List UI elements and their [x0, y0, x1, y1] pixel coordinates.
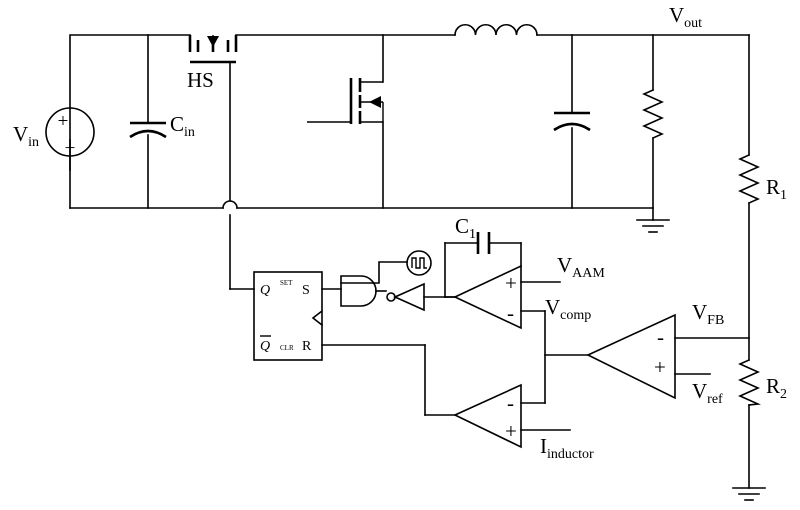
- inductor-current-label: Iinductor: [540, 434, 594, 462]
- latch-clr-label: CLR: [280, 344, 294, 352]
- vout-label: Vout: [669, 3, 702, 31]
- sr-latch: [253, 271, 324, 361]
- r2-resistor: [738, 358, 762, 406]
- vfb-label: VFB: [692, 300, 724, 328]
- ea-plus-sign: +: [654, 355, 666, 379]
- vaam-label: VAAM: [557, 253, 605, 281]
- r1-label: R1: [766, 175, 787, 203]
- c1-capacitor: [476, 232, 491, 254]
- output-capacitor: [553, 111, 591, 132]
- c1-label: C1: [455, 214, 476, 242]
- ground-symbol: [636, 219, 670, 233]
- hs-mosfet: [188, 35, 238, 64]
- vaam-comparator: [444, 242, 561, 330]
- vin-voltage-source: + −: [45, 107, 95, 159]
- ea-minus-sign: -: [657, 325, 664, 349]
- vin-label: Vin: [13, 122, 39, 150]
- r2-label: R2: [766, 374, 787, 402]
- cin-label: Cin: [170, 112, 195, 140]
- cc-minus-sign: -: [507, 391, 514, 415]
- vaam-plus-sign: +: [505, 271, 517, 295]
- latch-set-label: SET: [280, 279, 293, 287]
- vref-label: Vref: [692, 379, 723, 407]
- cc-plus-sign: +: [505, 419, 517, 443]
- vin-minus-sign: −: [65, 138, 76, 159]
- vcomp-node-wires: [520, 310, 589, 404]
- vcomp-label: Vcomp: [545, 295, 591, 323]
- and-gate: [321, 261, 408, 307]
- inductor: [454, 24, 538, 36]
- latch-qbar-label: Q: [260, 339, 270, 354]
- ground-symbol: [732, 487, 766, 501]
- vaam-minus-sign: -: [507, 301, 514, 325]
- power-stage-wires: [69, 34, 750, 489]
- error-amplifier: [586, 313, 750, 400]
- latch-r-label: R: [302, 339, 312, 354]
- hs-label: HS: [187, 68, 214, 92]
- clock-icon: [406, 250, 432, 276]
- latch-s-label: S: [302, 283, 310, 298]
- vin-plus-sign: +: [58, 111, 69, 132]
- r1-resistor: [738, 153, 760, 205]
- load-resistor: [642, 88, 664, 140]
- cin-capacitor: [129, 121, 167, 139]
- ls-mosfet: [307, 78, 384, 124]
- current-comparator: [321, 344, 571, 449]
- latch-q-label: Q: [260, 283, 270, 298]
